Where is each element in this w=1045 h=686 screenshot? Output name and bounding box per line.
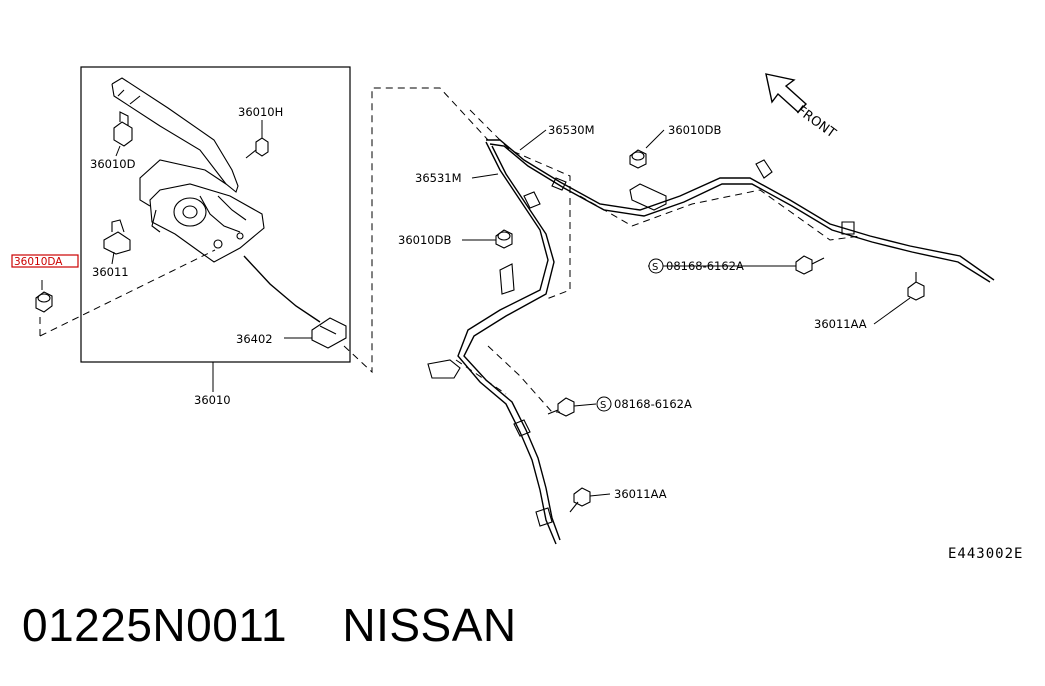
bolt-36010h (245, 137, 269, 159)
assembly-box (80, 66, 351, 363)
parking-brake-lever (111, 77, 265, 263)
nut-36010db-top (629, 149, 647, 169)
label-36011aa-bottom: 36011AA (614, 487, 667, 501)
rear-cable-36531m (457, 141, 557, 545)
diagram-code: E443002E (948, 546, 1023, 562)
label-08168-mid: 08168-6162A (614, 397, 692, 411)
cable-bracket-left (427, 191, 553, 527)
svg-text:S: S (600, 400, 606, 411)
label-36010da[interactable]: 36010DA (14, 256, 63, 268)
label-36010: 36010 (194, 393, 231, 407)
label-36011: 36011 (92, 265, 129, 279)
highlight-box-36010da (11, 254, 79, 268)
label-36531m: 36531M (415, 171, 462, 185)
front-cable (243, 255, 321, 323)
label-36010db-top: 36010DB (668, 123, 721, 137)
label-08168-right: 08168-6162A (666, 259, 744, 273)
bolt-08168-mid (547, 397, 575, 417)
nut-36010db-mid (495, 229, 513, 249)
front-arrow-icon (765, 73, 808, 113)
bolt-36011aa-right (907, 272, 925, 301)
equalizer-36402 (311, 317, 347, 349)
bracket-36011 (103, 219, 131, 255)
rear-cable-36530m (486, 139, 995, 281)
leader-lines (111, 120, 911, 497)
footer-title: 01225N0011 NISSAN (22, 598, 517, 652)
standard-part-marker-icon: S S (596, 258, 664, 412)
front-label: FRONT (794, 103, 839, 141)
bolt-08168-right (795, 255, 825, 275)
bolt-36011aa-bottom (569, 487, 591, 513)
cable-bracket-right-top (551, 159, 855, 235)
part-number: 01225N0011 (22, 599, 288, 651)
clip-36010d (113, 111, 133, 147)
label-36011aa-right: 36011AA (814, 317, 867, 331)
label-36010d: 36010D (90, 157, 136, 171)
nut-36010da (35, 280, 53, 313)
label-36010db-mid: 36010DB (398, 233, 451, 247)
label-36530m: 36530M (548, 123, 595, 137)
label-36402: 36402 (236, 332, 273, 346)
svg-text:S: S (652, 262, 658, 273)
label-36010h: 36010H (238, 105, 283, 119)
brand-name: NISSAN (342, 599, 517, 651)
